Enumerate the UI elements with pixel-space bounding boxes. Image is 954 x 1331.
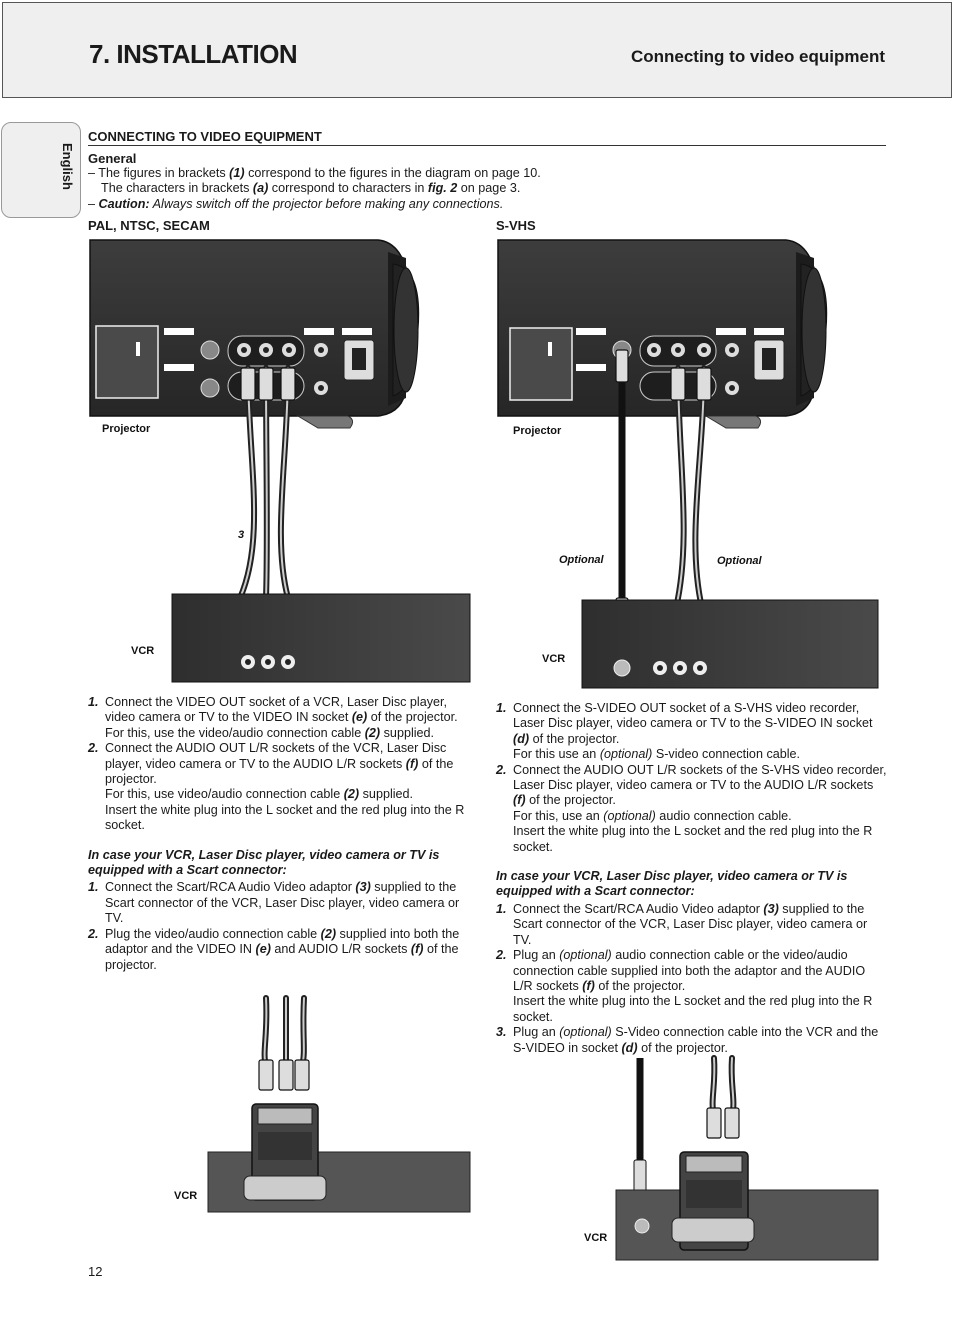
svhs-scart-diagram: VCR <box>584 1055 879 1261</box>
scart-note-heading: In case your VCR, Laser Disc player, vid… <box>496 869 848 899</box>
pal-scart-diagram: VCR <box>174 995 471 1213</box>
vcr-label: VCR <box>174 1190 197 1202</box>
left-column-heading: PAL, NTSC, SECAM <box>88 218 210 233</box>
list-item: 2. Connect the AUDIO OUT L/R sockets of … <box>496 762 887 854</box>
projector-label: Projector <box>513 425 562 437</box>
list-item: 2. Connect the AUDIO OUT L/R sockets of … <box>88 741 465 833</box>
projector-label: Projector <box>102 423 151 435</box>
optional-svideo-label: Optional <box>559 554 605 566</box>
list-item: 3. Plug an (optional) S-Video connection… <box>496 1025 879 1055</box>
svhs-connection-diagram: Projector Optional Optional VCR <box>497 239 879 689</box>
general-title: General <box>88 151 137 166</box>
list-item: 2. Plug an (optional) audio connection c… <box>496 948 873 1024</box>
language-tab: English <box>1 122 81 218</box>
optional-audio-label: Optional <box>717 555 763 567</box>
page-header: 7. INSTALLATION Connecting to video equi… <box>2 2 952 98</box>
general-intro: – The figures in brackets (1) correspond… <box>88 166 888 212</box>
chapter-title: 7. INSTALLATION <box>89 39 298 69</box>
page-number: 12 <box>88 1264 103 1279</box>
list-item: 1. Connect the Scart/RCA Audio Video ada… <box>496 901 868 947</box>
right-column-heading: S-VHS <box>496 218 536 233</box>
section-title: CONNECTING TO VIDEO EQUIPMENT <box>88 129 886 146</box>
list-item: 1. Connect the S-VIDEO OUT socket of a S… <box>496 701 873 762</box>
vcr-label: VCR <box>131 645 154 657</box>
cable-number-label: 3 <box>238 529 244 541</box>
left-instructions: 1. Connect the VIDEO OUT socket of a VCR… <box>88 695 480 973</box>
vcr-label: VCR <box>584 1232 607 1244</box>
pal-connection-diagram: Projector 3 VCR <box>89 239 471 683</box>
list-item: 1. Connect the Scart/RCA Audio Video ada… <box>88 880 460 926</box>
list-item: 2. Plug the video/audio connection cable… <box>88 926 460 972</box>
intro-caution: – Caution: Always switch off the project… <box>88 196 504 211</box>
scart-note-heading: In case your VCR, Laser Disc player, vid… <box>88 847 440 878</box>
intro-line-1: – The figures in brackets (1) correspond… <box>88 166 541 180</box>
intro-line-2: The characters in brackets (a) correspon… <box>101 181 521 196</box>
list-item: 1. Connect the VIDEO OUT socket of a VCR… <box>88 695 458 740</box>
language-label: English <box>60 143 75 190</box>
right-instructions: 1. Connect the S-VIDEO OUT socket of a S… <box>496 701 888 1056</box>
vcr-label: VCR <box>542 653 565 665</box>
page-subtitle: Connecting to video equipment <box>630 47 885 66</box>
